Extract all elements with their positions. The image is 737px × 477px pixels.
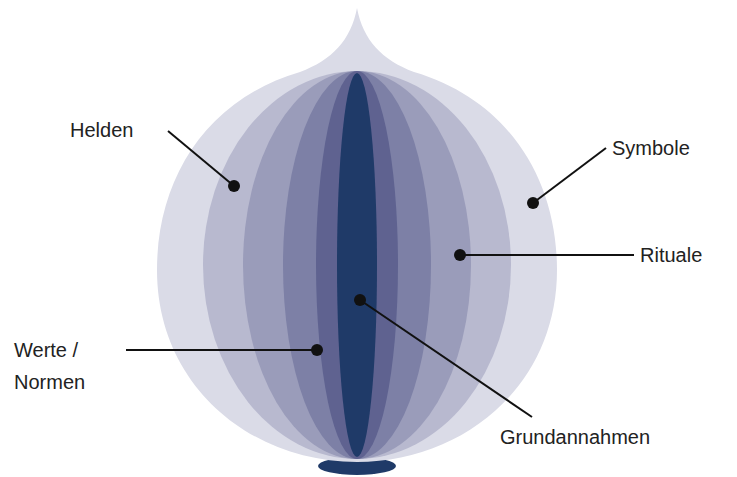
leader-line	[533, 148, 606, 203]
leader-dot	[527, 197, 539, 209]
leader-dot	[354, 294, 366, 306]
onion-core	[337, 73, 377, 457]
leader-line	[168, 131, 234, 186]
onion-layer	[203, 71, 511, 459]
layer-label: Symbole	[612, 132, 690, 164]
onion-outer-layer	[157, 8, 557, 462]
layer-label: Helden	[70, 114, 133, 146]
onion-layer	[243, 71, 471, 459]
leader-line	[360, 300, 532, 417]
layer-label: Grundannahmen	[500, 421, 650, 453]
leader-line	[460, 254, 634, 256]
leader-line	[126, 349, 317, 351]
layer-label: Rituale	[640, 239, 702, 271]
leader-dot	[454, 249, 466, 261]
layer-label: Werte / Normen	[14, 334, 98, 398]
leader-dot	[311, 344, 323, 356]
leader-dot	[228, 180, 240, 192]
onion-layer	[316, 71, 398, 459]
onion-layer	[283, 71, 431, 459]
